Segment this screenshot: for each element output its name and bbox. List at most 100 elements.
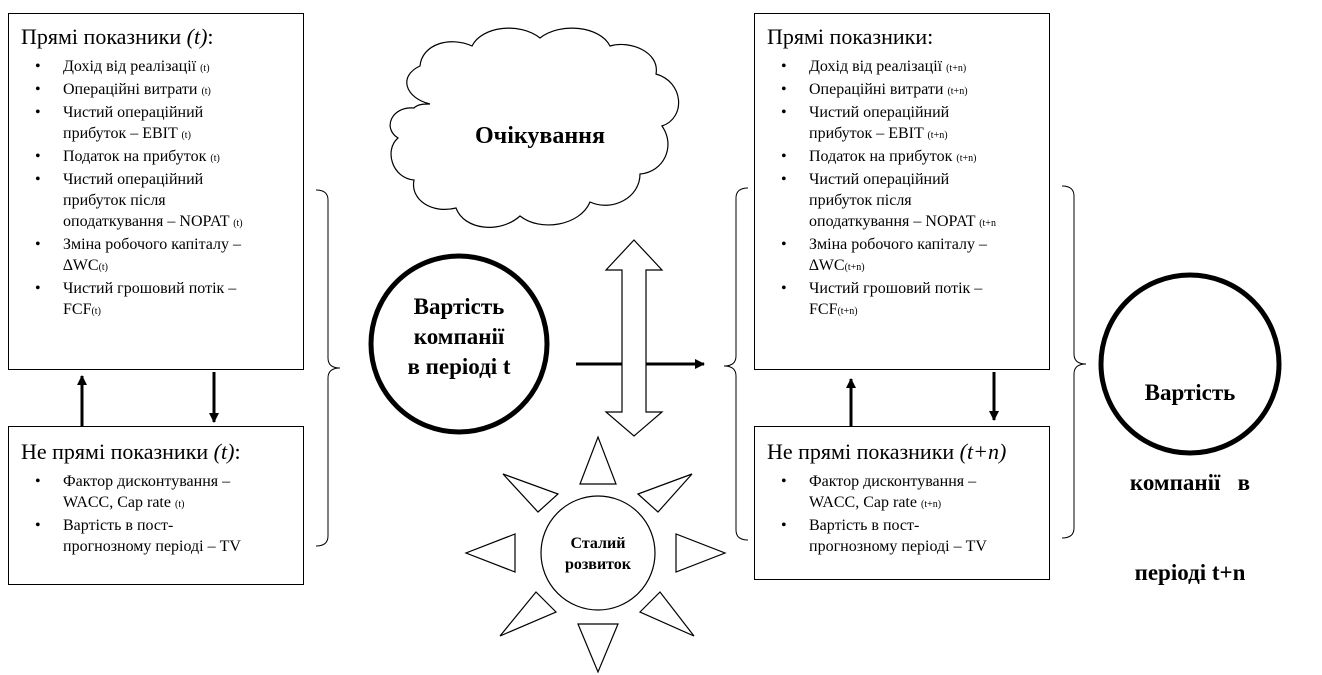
- item-text: WACC, Cap rate: [809, 494, 921, 511]
- cloud-shape: [389, 27, 680, 228]
- item-text: Операційні витрати: [63, 81, 202, 98]
- item-period-subscript: (t): [200, 63, 210, 74]
- item-text: Чистий операційний: [63, 104, 204, 121]
- item-text: прибуток після: [809, 192, 912, 209]
- value-circle-t: [368, 253, 550, 435]
- list-item: Чистий грошовий потік – FCF(t): [21, 278, 295, 322]
- value-tn-line1: Вартість: [1144, 380, 1236, 405]
- item-period-subscript: (t): [98, 262, 109, 273]
- list-item: Зміна робочого капіталу – ∆WC(t+n): [767, 234, 1049, 278]
- list-item: Фактор дисконтування –WACC, Cap rate (t): [21, 471, 295, 515]
- right-direct-box: Прямі показники: Дохід від реалізації (t…: [754, 13, 1050, 370]
- item-text: Фактор дисконтування –: [63, 473, 231, 490]
- value-tn-line2: компанії в: [1129, 470, 1251, 495]
- item-text: ∆WC: [809, 257, 845, 274]
- value-tn-text: Вартість компанії в періоді t+n: [1110, 318, 1270, 618]
- item-period-subscript: (t+n): [920, 499, 942, 510]
- item-text: Чистий грошовий потік –: [809, 280, 983, 297]
- list-item: Чистий грошовий потік – FCF(t+n): [767, 278, 1049, 322]
- left-indirect-list: Фактор дисконтування –WACC, Cap rate (t)…: [21, 471, 295, 557]
- item-text: FCF: [63, 301, 92, 318]
- value-t-line1: Вартість: [413, 294, 505, 319]
- item-period-subscript: (t+n): [844, 262, 865, 273]
- left-indirect-title: Не прямі показники (t):: [21, 439, 241, 464]
- sun-ray-top-right: [636, 473, 693, 513]
- item-period-subscript: (t): [210, 153, 220, 164]
- item-text: FCF: [809, 301, 838, 318]
- left-direct-title: Прямі показники (t):: [21, 24, 214, 49]
- left-direct-list: Дохід від реалізації (t)Операційні витра…: [21, 56, 295, 322]
- right-direct-list: Дохід від реалізації (t+n)Операційні вит…: [767, 56, 1049, 322]
- double-arrow-vertical: [604, 239, 664, 437]
- item-text: прогнозному періоді – TV: [63, 538, 241, 555]
- steady-growth-line2: розвиток: [564, 556, 632, 573]
- item-text: оподаткування – NOPAT: [63, 213, 234, 230]
- list-item: Дохід від реалізації (t+n): [767, 56, 1049, 79]
- item-period-subscript: (t+n): [946, 63, 967, 74]
- item-text: прибуток – EBIT: [63, 125, 182, 142]
- item-text: прибуток – EBIT: [809, 125, 928, 142]
- value-t-line3: в періоді t: [407, 354, 511, 379]
- sun-ray-left: [464, 533, 516, 573]
- item-text: Вартість в пост-: [809, 517, 920, 534]
- item-text: Чистий операційний: [809, 171, 950, 188]
- item-period-subscript: (t+n: [979, 218, 996, 229]
- list-item: Податок на прибуток (t+n): [767, 146, 1049, 169]
- brace-middle: [723, 187, 749, 541]
- sun-ray-bottom: [577, 623, 619, 674]
- sun-rays: [464, 435, 727, 674]
- list-item: Дохід від реалізації (t): [21, 56, 295, 79]
- item-text: Дохід від реалізації: [809, 58, 947, 75]
- item-text: Податок на прибуток: [809, 148, 957, 165]
- sun-ray-right: [675, 533, 727, 573]
- item-text: оподаткування – NOPAT: [809, 213, 980, 230]
- item-period-subscript: (t+n): [947, 86, 968, 97]
- sun-ray-top-left: [502, 473, 560, 513]
- right-indirect-list: Фактор дисконтування –WACC, Cap rate (t+…: [767, 471, 1041, 557]
- sun-ray-bottom-right: [638, 591, 695, 637]
- item-text: прибуток після: [63, 192, 166, 209]
- item-text: ∆WC: [63, 257, 99, 274]
- left-indirect-box: Не прямі показники (t): Фактор дисконтув…: [8, 426, 304, 585]
- item-text: Вартість в пост-: [63, 517, 174, 534]
- list-item: Фактор дисконтування –WACC, Cap rate (t+…: [767, 471, 1041, 515]
- item-text: Дохід від реалізації: [63, 58, 201, 75]
- item-period-subscript: (t): [201, 86, 211, 97]
- item-text: Зміна робочого капіталу –: [809, 236, 988, 253]
- item-period-subscript: (t): [233, 218, 243, 229]
- value-t-line2: компанії: [413, 324, 505, 349]
- item-period-subscript: (t): [91, 306, 101, 317]
- left-direct-box: Прямі показники (t): Дохід від реалізаці…: [8, 13, 304, 370]
- list-item: Чистий операційний прибуток – EBIT (t): [21, 102, 295, 146]
- item-text: Податок на прибуток: [63, 148, 211, 165]
- item-text: Зміна робочого капіталу –: [63, 236, 242, 253]
- item-period-subscript: (t+n): [927, 130, 948, 141]
- brace-left: [315, 189, 341, 547]
- list-item: Чистий операційний прибуток після оподатку…: [767, 169, 1049, 234]
- value-t-text: Вартість компанії в періоді t: [379, 292, 539, 382]
- right-direct-title: Прямі показники:: [767, 24, 934, 49]
- list-item: Чистий операційний прибуток після оподатку…: [21, 169, 295, 234]
- sun-ray-top: [579, 435, 617, 485]
- list-item: Операційні витрати (t): [21, 79, 295, 102]
- steady-growth-label: Сталий розвиток: [548, 533, 648, 575]
- item-text: Операційні витрати: [809, 81, 948, 98]
- list-item: Вартість в пост-прогнозному періоді – TV: [767, 515, 1041, 557]
- value-circle-tn: [1098, 272, 1282, 456]
- item-text: WACC, Cap rate: [63, 494, 175, 511]
- list-item: Податок на прибуток (t): [21, 146, 295, 169]
- item-text: прогнозному періоді – TV: [809, 538, 987, 555]
- item-period-subscript: (t+n): [837, 306, 858, 317]
- item-text: Чистий операційний: [63, 171, 204, 188]
- steady-growth-line1: Сталий: [570, 535, 626, 552]
- right-indirect-title: Не прямі показники (t+n): [767, 439, 1007, 464]
- sun-ray-bottom-left: [499, 591, 558, 637]
- value-tn-line3: періоді t+n: [1134, 560, 1246, 585]
- item-period-subscript: (t): [181, 130, 191, 141]
- brace-right: [1061, 185, 1087, 539]
- list-item: Вартість в пост-прогнозному періоді – TV: [21, 515, 295, 557]
- item-period-subscript: (t+n): [956, 153, 977, 164]
- list-item: Зміна робочого капіталу – ∆WC(t): [21, 234, 295, 278]
- item-text: Чистий грошовий потік –: [63, 280, 237, 297]
